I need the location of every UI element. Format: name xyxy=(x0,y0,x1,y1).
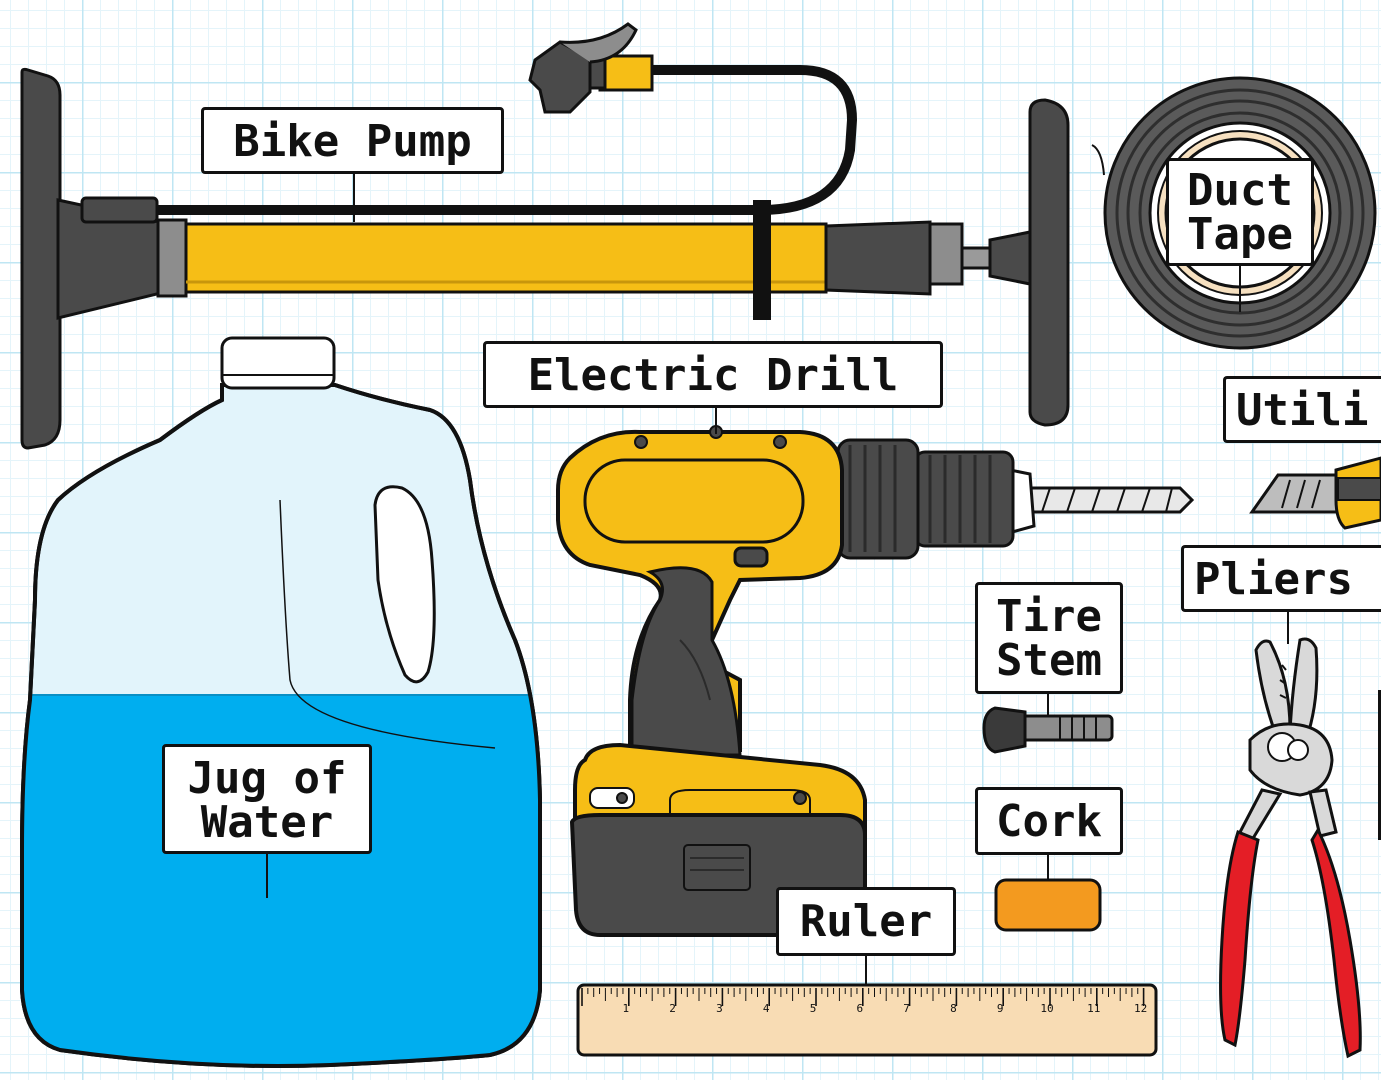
pump-top-collar xyxy=(928,222,964,286)
pliers-leader xyxy=(1287,610,1289,644)
label-pliers: Pliers xyxy=(1181,545,1381,612)
ruler-tick-label: 4 xyxy=(763,1002,770,1015)
jug-of-water-leader xyxy=(266,852,268,898)
ruler-tick-label: 8 xyxy=(950,1002,957,1015)
pump-handle xyxy=(1028,98,1070,427)
tire-stem xyxy=(982,706,1114,754)
bike-pump-leader xyxy=(353,172,355,222)
ruler-tick-label: 12 xyxy=(1134,1002,1147,1015)
pump-shaft xyxy=(960,246,994,270)
utility-knife xyxy=(1249,456,1381,530)
drill-trigger xyxy=(733,546,769,568)
ruler-tick-label: 7 xyxy=(903,1002,910,1015)
pump-foot-base xyxy=(20,67,62,450)
ruler-tick-label: 6 xyxy=(856,1002,863,1015)
ruler-tick-label: 11 xyxy=(1087,1002,1100,1015)
pliers xyxy=(1219,637,1381,1059)
label-duct-tape: Duct Tape xyxy=(1166,158,1314,266)
label-utility-knife: Utili xyxy=(1223,376,1381,443)
label-jug-of-water: Jug of Water xyxy=(162,744,372,854)
pump-bottom-collar xyxy=(156,218,188,298)
bike-pump xyxy=(20,22,1070,450)
ruler-tick-label: 5 xyxy=(810,1002,817,1015)
label-ruler: Ruler xyxy=(776,887,956,956)
label-tire-stem: Tire Stem xyxy=(975,582,1123,694)
jug-of-water xyxy=(20,336,542,1068)
ruler-body xyxy=(576,983,1158,1057)
label-bike-pump: Bike Pump xyxy=(201,107,504,174)
pliers-handle-left xyxy=(1219,830,1260,1048)
duct-tape-leader xyxy=(1239,264,1241,312)
jug-handle-hole xyxy=(373,485,436,684)
ruler-tick-marks xyxy=(581,988,1145,1006)
pliers-jaw-left xyxy=(1254,639,1292,743)
ruler-leader xyxy=(865,954,867,986)
jug-cap xyxy=(220,336,336,390)
label-cork: Cork xyxy=(975,787,1123,855)
ruler-tick-label: 3 xyxy=(716,1002,723,1015)
cork xyxy=(994,878,1102,932)
pump-chuck xyxy=(528,22,654,114)
pump-top-cap xyxy=(824,220,932,296)
label-electric-drill: Electric Drill xyxy=(483,341,943,408)
pump-handle-neck xyxy=(988,230,1032,286)
pump-strap xyxy=(753,200,771,320)
pump-hose xyxy=(100,65,858,215)
ruler-tick-label: 1 xyxy=(622,1002,629,1015)
ruler-tick-label: 9 xyxy=(997,1002,1004,1015)
pliers-jaw-right xyxy=(1288,637,1319,743)
ruler-tick-label: 10 xyxy=(1040,1002,1053,1015)
electric-drill-leader xyxy=(715,406,717,434)
tire-stem-leader xyxy=(1047,692,1049,716)
pump-hose-clip xyxy=(80,196,159,224)
pliers-handle-right xyxy=(1310,826,1362,1059)
ruler-tick-label: 2 xyxy=(669,1002,676,1015)
cork-leader xyxy=(1047,853,1049,881)
